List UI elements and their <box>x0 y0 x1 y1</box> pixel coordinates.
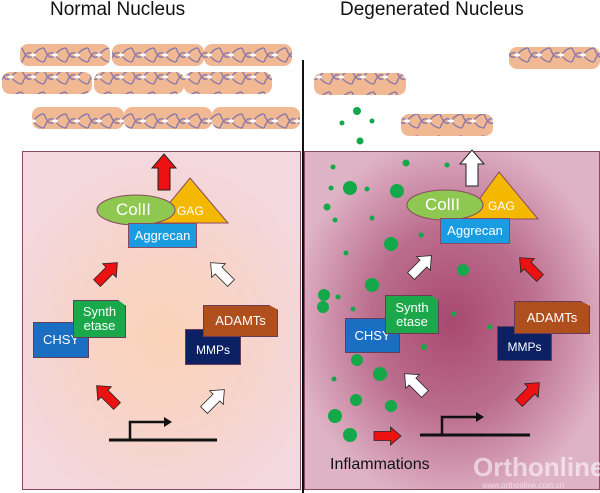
collagen-fiber <box>2 72 92 94</box>
adamts-box: ADAMTs <box>203 305 278 337</box>
inflammation-input-arrow-red <box>373 426 402 446</box>
synthetase-label-line2: etase <box>396 313 428 329</box>
gene-promoter-icon <box>109 417 217 442</box>
cytokine-particle <box>390 184 404 198</box>
collagen-fiber <box>20 44 110 66</box>
watermark-logo: Orthonline <box>473 452 600 482</box>
cytokine-particle <box>451 311 457 317</box>
gag-label: GAG <box>488 199 515 213</box>
degradation-to-matrix-arrow-white <box>203 255 239 291</box>
gene-to-synthesis-arrow-white <box>397 366 433 402</box>
cytokine-particle <box>385 400 397 412</box>
cytokine-particle <box>323 203 331 211</box>
cytokine-particle <box>330 164 336 170</box>
title-degenerated-nucleus: Degenerated Nucleus <box>340 0 524 20</box>
inflammations-label: Inflammations <box>330 456 430 473</box>
title-normal-nucleus: Normal Nucleus <box>50 0 186 20</box>
cytokine-particle <box>364 186 370 192</box>
cytokine-particle <box>421 344 427 350</box>
synthetase-label-line2: etase <box>83 318 116 333</box>
degradation-to-matrix-arrow-red <box>512 250 548 286</box>
cytokine-particle <box>402 159 410 167</box>
cytokine-particle <box>328 409 342 423</box>
synthesis-to-matrix-arrow-red <box>89 255 125 291</box>
cytokine-particle <box>351 354 363 366</box>
colii-label: ColII <box>116 200 151 219</box>
collagen-fibers <box>2 44 600 136</box>
cytokine-particle <box>328 185 334 191</box>
divider-line <box>302 60 304 493</box>
cytokine-particle <box>331 376 337 382</box>
gene-to-degradation-arrow-red <box>511 375 547 411</box>
cytokine-particle <box>369 215 375 221</box>
adamts-box: ADAMTs <box>514 301 590 334</box>
aggrecan-box: Aggrecan <box>440 218 510 244</box>
cytokine-particle <box>457 264 469 276</box>
collagen-fiber <box>184 72 272 94</box>
cytokine-particle <box>332 217 338 223</box>
cytokine-particle <box>350 306 356 312</box>
cytokine-particle <box>343 181 357 195</box>
collagen-fiber <box>204 44 292 66</box>
collagen-fiber <box>212 107 300 129</box>
collagen-fiber <box>124 107 212 129</box>
synthetase-label-line1: Synth <box>395 299 429 315</box>
cytokine-particle <box>487 324 493 330</box>
cytokine-particle <box>365 278 379 292</box>
cytokine-particle <box>343 250 349 256</box>
aggrecan-box: Aggrecan <box>128 223 197 248</box>
cytokine-particle <box>373 367 387 381</box>
cytokine-particle <box>418 232 424 238</box>
cytokine-particle <box>444 162 450 168</box>
gag-label: GAG <box>177 204 204 218</box>
cytokine-particle <box>343 428 357 442</box>
synthesis-to-matrix-arrow-white <box>403 248 439 284</box>
cytokine-particle <box>369 118 375 124</box>
collagen-fiber <box>94 72 184 94</box>
degenerated-collagen-fibers <box>314 47 600 136</box>
collagen-fiber <box>32 107 124 129</box>
gene-to-synthesis-arrow-red <box>89 378 125 414</box>
cytokine-particle <box>356 137 364 145</box>
cytokine-particle <box>384 237 398 251</box>
cytokine-particle <box>353 107 361 115</box>
collagen-fiber <box>401 114 493 136</box>
collagen-fiber <box>314 73 406 95</box>
synthetase-box: Synth etase <box>73 300 126 338</box>
cytokine-particle <box>317 301 329 313</box>
gene-to-degradation-arrow-white <box>196 382 232 418</box>
colii-label: ColII <box>425 195 460 214</box>
cytokine-particle <box>318 289 330 301</box>
synthetase-label-line1: Synth <box>82 304 117 319</box>
gene-promoter-icon <box>420 412 530 437</box>
collagen-fiber <box>509 47 600 69</box>
synthetase-box: Synth etase <box>385 295 439 334</box>
export-arrow-white <box>459 149 485 187</box>
cytokine-particle <box>335 294 341 300</box>
normal-collagen-fibers <box>2 44 300 129</box>
export-arrow-red <box>151 153 177 191</box>
cytokine-particle <box>350 394 362 406</box>
collagen-fiber <box>112 44 204 66</box>
watermark-url: www.orthonline.com.cn <box>482 481 565 490</box>
cytokine-particle <box>339 120 345 126</box>
